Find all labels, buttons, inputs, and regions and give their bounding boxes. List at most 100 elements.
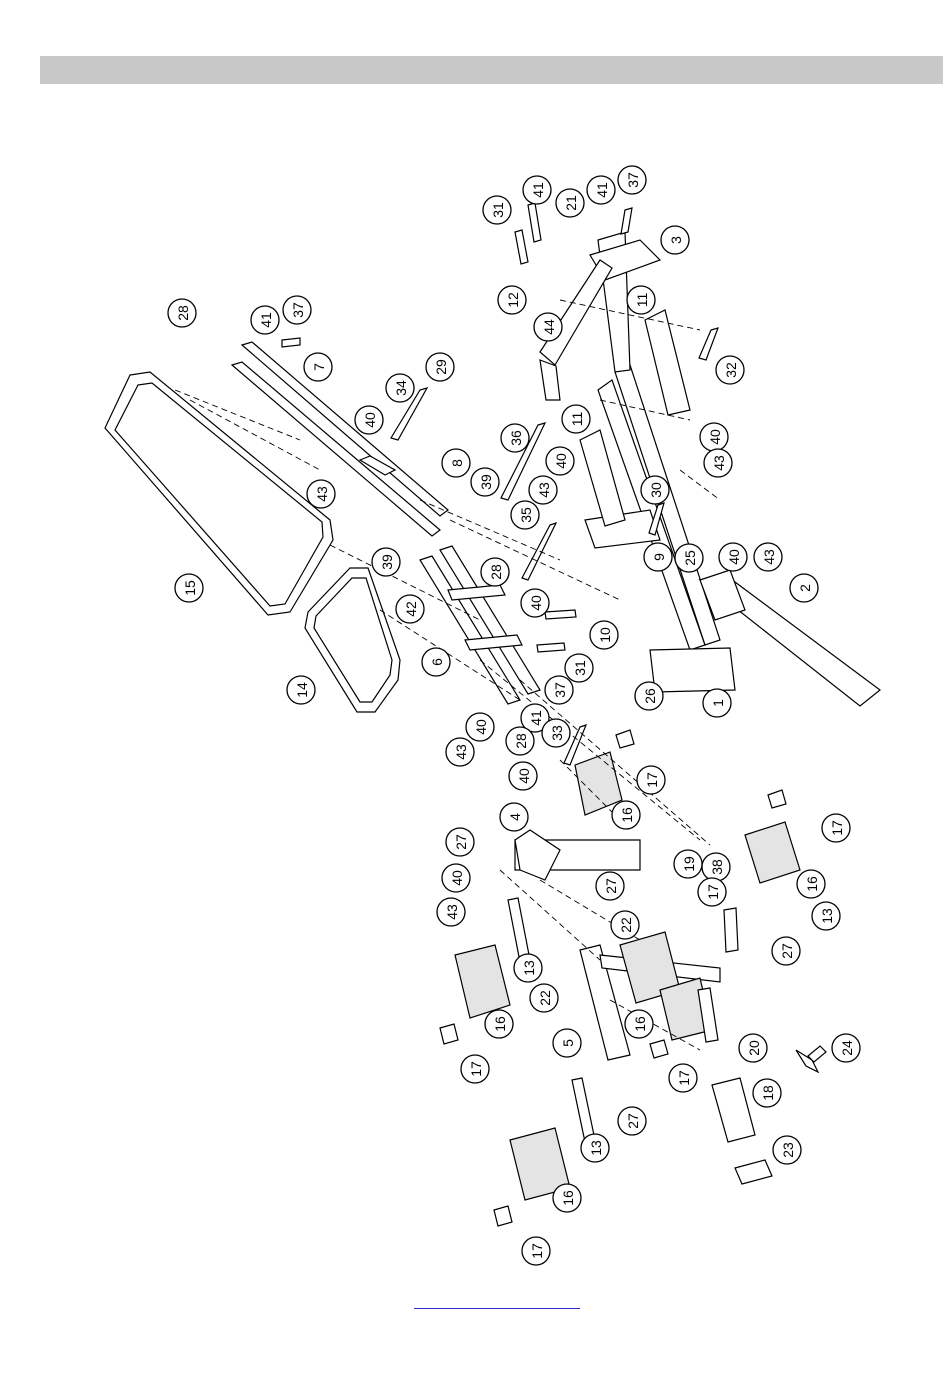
callout-number: 3 (668, 236, 684, 244)
callout-number: 40 (473, 719, 489, 735)
callout-number: 38 (709, 859, 725, 875)
callout-c31b: 31 (565, 654, 593, 682)
callout-c23: 23 (773, 1136, 801, 1164)
callout-number: 20 (746, 1040, 762, 1056)
callout-number: 2 (797, 584, 813, 592)
callout-number: 25 (682, 550, 698, 566)
callout-c44: 44 (534, 313, 562, 341)
callout-number: 43 (444, 904, 460, 920)
callout-c19: 19 (674, 850, 702, 878)
callout-number: 8 (449, 459, 465, 467)
end-cap-5 (494, 1206, 512, 1226)
callout-c17f: 17 (522, 1237, 550, 1265)
callout-c5: 5 (553, 1029, 581, 1057)
callout-c40h: 40 (442, 864, 470, 892)
callout-c1: 1 (703, 689, 731, 717)
end-cap-1 (616, 730, 634, 748)
callout-number: 13 (819, 908, 835, 924)
callout-number: 40 (726, 549, 742, 565)
callout-c17e: 17 (669, 1064, 697, 1092)
callout-number: 13 (521, 960, 537, 976)
callout-c28b: 28 (481, 558, 509, 586)
callout-c4: 4 (500, 803, 528, 831)
callout-number: 11 (634, 293, 650, 308)
callout-c6: 6 (422, 648, 450, 676)
callout-c12: 12 (498, 286, 526, 314)
callout-c17c: 17 (698, 878, 726, 906)
callout-number: 17 (829, 820, 845, 836)
callout-number: 31 (572, 660, 588, 676)
callout-c41b: 41 (587, 176, 615, 204)
footer-link-underline[interactable] (414, 1308, 580, 1309)
end-cap-4 (650, 1040, 668, 1058)
backrest-pad (105, 372, 333, 615)
callout-c39a: 39 (471, 468, 499, 496)
callout-number: 42 (403, 601, 419, 617)
callout-number: 29 (433, 359, 449, 375)
callout-c18: 18 (753, 1079, 781, 1107)
callout-c11b: 11 (562, 405, 590, 433)
callout-c40g: 40 (509, 762, 537, 790)
callout-c43a: 43 (704, 449, 732, 477)
callout-number: 27 (625, 1113, 641, 1129)
callout-c13c: 13 (581, 1134, 609, 1162)
spring-collar (796, 1046, 826, 1072)
callout-number: 17 (705, 884, 721, 900)
callout-c27b: 27 (596, 872, 624, 900)
callout-c21: 21 (556, 189, 584, 217)
callout-number: 17 (676, 1070, 692, 1086)
leg-holder-upright (515, 830, 640, 880)
callout-c32: 32 (716, 356, 744, 384)
callout-number: 16 (560, 1190, 576, 1206)
callout-number: 40 (362, 412, 378, 428)
callout-number: 17 (644, 772, 660, 788)
callout-c13a: 13 (812, 902, 840, 930)
callout-number: 43 (761, 549, 777, 565)
callout-number: 40 (528, 595, 544, 611)
callout-c33: 33 (542, 719, 570, 747)
callout-c17d: 17 (461, 1055, 489, 1083)
callout-number: 32 (723, 362, 739, 378)
callout-number: 31 (490, 202, 506, 218)
callout-c8: 8 (442, 449, 470, 477)
callout-c43d: 43 (754, 543, 782, 571)
callout-number: 27 (453, 834, 469, 850)
seat-frame (420, 546, 540, 704)
callout-number: 17 (468, 1061, 484, 1077)
callout-number: 36 (508, 430, 524, 446)
callout-c16d: 16 (625, 1010, 653, 1038)
callout-number: 41 (528, 710, 544, 726)
callout-number: 28 (513, 733, 529, 749)
callout-number: 1 (710, 699, 726, 707)
callout-c40d: 40 (719, 543, 747, 571)
callout-c38: 38 (702, 853, 730, 881)
callout-number: 24 (839, 1040, 855, 1056)
callout-c28c: 28 (506, 727, 534, 755)
callout-number: 12 (505, 292, 521, 308)
callout-c16a: 16 (612, 801, 640, 829)
callout-c11a: 11 (627, 286, 655, 314)
callout-number: 43 (536, 482, 552, 498)
callout-number: 41 (258, 312, 274, 328)
callout-number: 16 (492, 1016, 508, 1032)
callout-c26: 26 (635, 682, 663, 710)
callout-c27a: 27 (446, 828, 474, 856)
callout-c40e: 40 (521, 589, 549, 617)
seat-pad (305, 568, 400, 712)
handle-sleeve (712, 1078, 755, 1142)
callout-number: 35 (518, 507, 534, 523)
callout-c43c: 43 (307, 480, 335, 508)
callout-c30: 30 (641, 476, 669, 504)
callout-c34: 34 (386, 374, 414, 402)
callout-number: 37 (552, 682, 568, 698)
callout-c37c: 37 (545, 676, 573, 704)
callout-c40c: 40 (546, 447, 574, 475)
end-cap-2 (768, 790, 786, 808)
callout-c16e: 16 (553, 1184, 581, 1212)
callout-number: 10 (597, 627, 613, 643)
callout-c41a: 41 (523, 176, 551, 204)
callout-number: 22 (618, 917, 634, 933)
callout-number: 40 (516, 768, 532, 784)
callout-number: 43 (453, 744, 469, 760)
callout-number: 16 (619, 807, 635, 823)
